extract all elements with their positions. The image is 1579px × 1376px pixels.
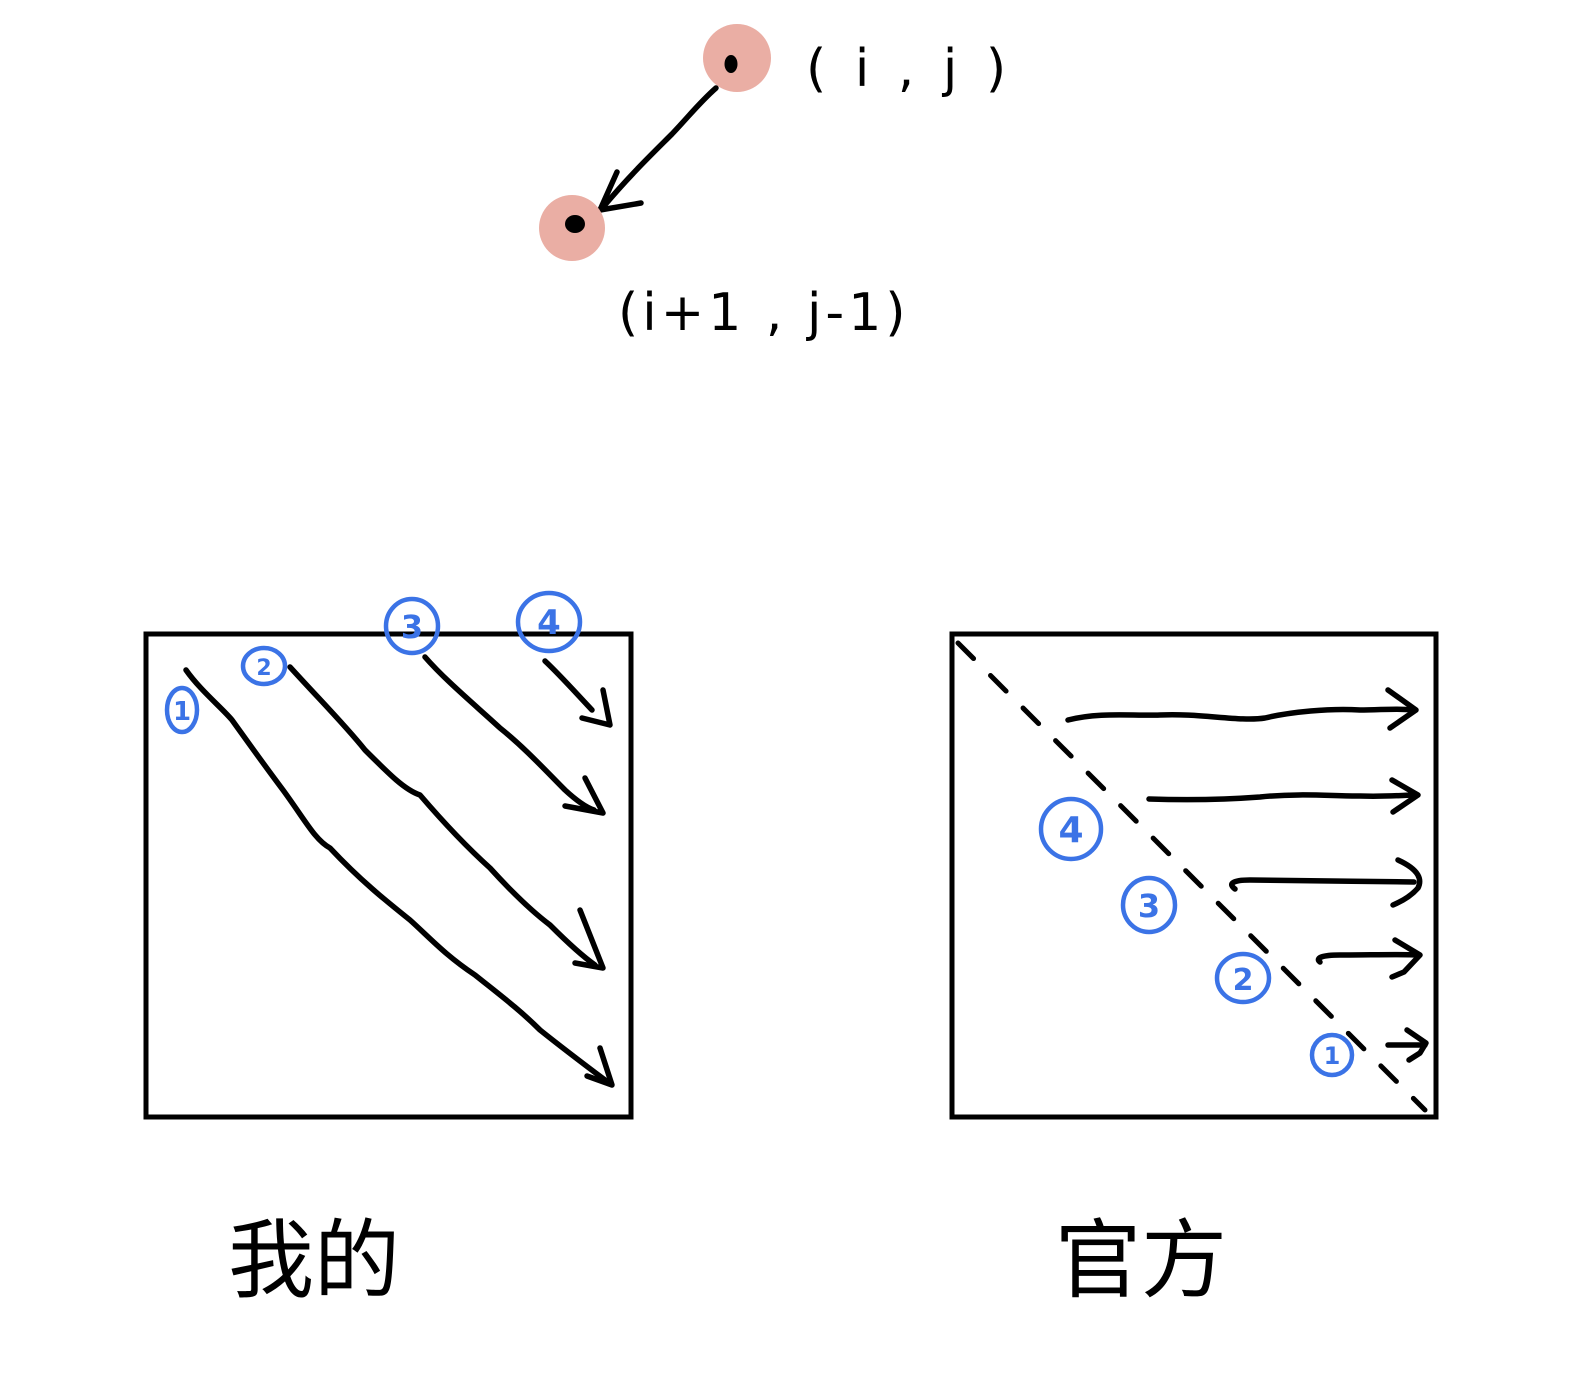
node-dot-pink [703,24,771,92]
node-i-j: ( i , j ) [703,24,1012,99]
circle-icon [240,645,288,687]
row-arrow-2-path [1229,877,1417,892]
sweep-4-path [542,658,595,713]
right-caption: 官方 [1055,1211,1227,1311]
arrow-head-icon [1404,1027,1429,1063]
arrow-edge [597,85,719,213]
arrow-head-icon [579,687,613,728]
circle-icon [1309,1032,1355,1078]
left-label-1: 1 [164,685,200,735]
svg-text:4: 4 [1058,810,1083,851]
arrow-head-icon [1389,777,1421,815]
left-panel: 1 2 3 4 我的 [143,590,634,1311]
sweep-3-path [422,654,597,813]
right-label-3: 3 [1120,875,1178,935]
circle-icon [383,596,441,656]
arrow-head-icon [584,1045,615,1088]
left-label-4: 4 [515,590,583,654]
circle-icon [164,685,200,735]
sweep-2-path [287,664,598,968]
arrow-head-icon [1389,937,1423,980]
svg-text:2: 2 [256,656,271,681]
right-label-2: 2 [1214,951,1272,1005]
left-label-3: 3 [383,596,441,656]
arrow-head-icon [597,169,644,213]
svg-text:4: 4 [537,603,561,643]
node-label-i-j: ( i , j ) [806,39,1012,99]
svg-text:2: 2 [1233,963,1254,998]
svg-text:1: 1 [173,697,191,727]
node-center-dot [565,215,585,233]
arrow-shaft [601,85,719,209]
right-label-4: 4 [1038,796,1104,862]
svg-text:3: 3 [1138,887,1160,925]
sweep-1-path [183,667,608,1083]
svg-text:1: 1 [1324,1042,1341,1070]
row-arrow-1-path [1315,951,1421,965]
arrow-head-icon [572,907,606,971]
circle-icon [1038,796,1104,862]
arrow-head-icon [1385,687,1419,731]
circle-icon [515,590,583,654]
transition-diagram: ( i , j ) (i+1 , j-1) [539,24,1012,343]
circle-icon [1120,875,1178,935]
svg-text:3: 3 [401,608,423,646]
node-label-i1-j1: (i+1 , j-1) [618,283,910,343]
right-matrix-box [949,631,1439,1120]
left-label-2: 2 [240,645,288,687]
left-caption: 我的 [228,1211,400,1311]
arrow-head-icon [1390,857,1423,908]
row-arrow-3-path [1146,792,1419,803]
node-i1-j1: (i+1 , j-1) [539,195,910,343]
right-panel: 4 3 2 1 官方 [949,631,1439,1311]
dashed-diagonal [955,640,1428,1113]
circle-icon [1214,951,1272,1005]
right-label-1: 1 [1309,1032,1355,1078]
node-center-dot [724,55,738,73]
row-arrow-4-path [1065,706,1415,723]
arrow-head-icon [562,775,606,816]
